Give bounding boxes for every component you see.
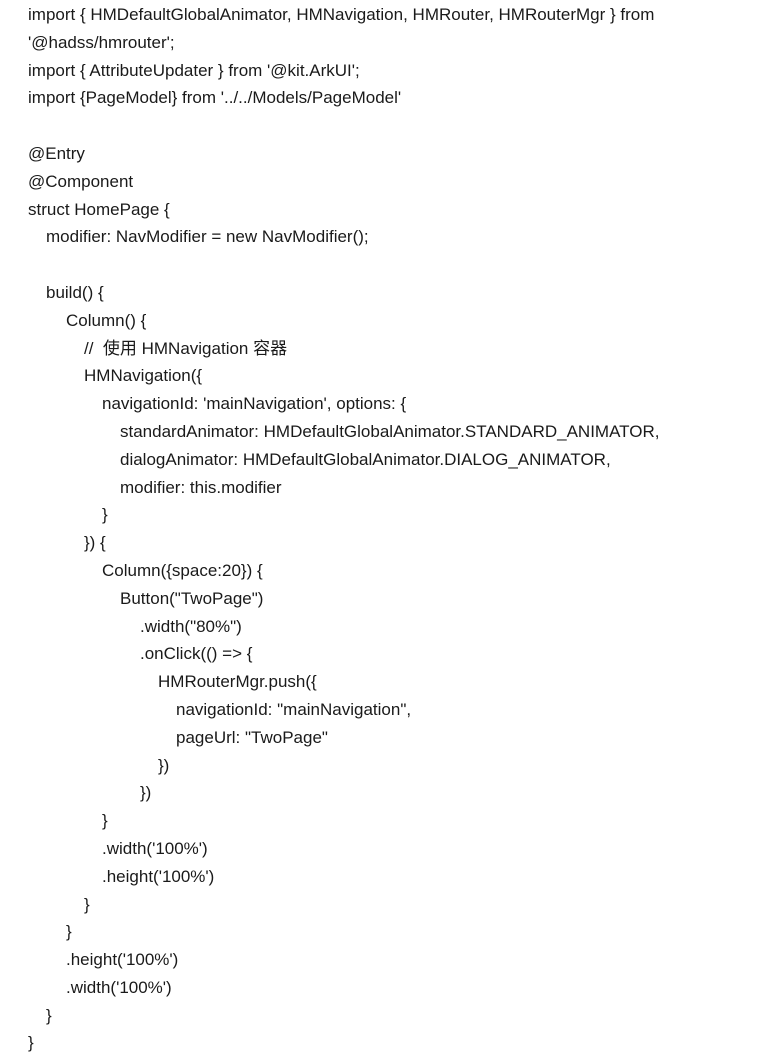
code-line: @Entry (28, 143, 85, 163)
code-line: dialogAnimator: HMDefaultGlobalAnimator.… (120, 449, 611, 469)
code-line: import { AttributeUpdater } from '@kit.A… (28, 60, 360, 80)
code-line: build() { (46, 282, 104, 302)
code-line: .onClick(() => { (140, 644, 253, 664)
code-line: .width("80%") (140, 616, 242, 636)
code-line: } (102, 811, 108, 831)
code-line: .height('100%') (102, 866, 215, 886)
code-line: .width('100%') (102, 838, 208, 858)
code-line: } (28, 1033, 34, 1053)
code-line: HMRouterMgr.push({ (158, 672, 317, 692)
code-line: import {PageModel} from '../../Models/Pa… (28, 88, 402, 108)
code-line: .width('100%') (66, 977, 172, 997)
code-line: standardAnimator: HMDefaultGlobalAnimato… (120, 421, 660, 441)
code-line: navigationId: "mainNavigation", (176, 699, 412, 719)
code-line: Button("TwoPage") (120, 588, 264, 608)
code-line: } (66, 922, 72, 942)
code-line: } (102, 505, 108, 525)
code-line: Column({space:20}) { (102, 560, 263, 580)
code-listing: import { HMDefaultGlobalAnimator, HMNavi… (28, 1, 778, 1057)
code-line: navigationId: 'mainNavigation', options:… (102, 394, 407, 414)
code-line: } (46, 1005, 52, 1025)
code-line: }) { (84, 533, 106, 553)
code-line: // 使用 HMNavigation 容器 (84, 338, 288, 358)
code-line: struct HomePage { (28, 199, 170, 219)
code-line: modifier: NavModifier = new NavModifier(… (46, 227, 369, 247)
code-line (28, 112, 778, 140)
code-line: }) (158, 755, 170, 775)
code-line: @Component (28, 171, 134, 191)
code-line: } (84, 894, 90, 914)
code-line: Column() { (66, 310, 147, 330)
code-line (28, 251, 778, 279)
code-line: HMNavigation({ (84, 366, 203, 386)
code-line: modifier: this.modifier (120, 477, 282, 497)
code-line: }) (140, 783, 152, 803)
code-line: pageUrl: "TwoPage" (176, 727, 328, 747)
code-line: .height('100%') (66, 950, 179, 970)
code-line: import { HMDefaultGlobalAnimator, HMNavi… (28, 5, 655, 24)
code-line: '@hadss/hmrouter'; (28, 32, 175, 52)
